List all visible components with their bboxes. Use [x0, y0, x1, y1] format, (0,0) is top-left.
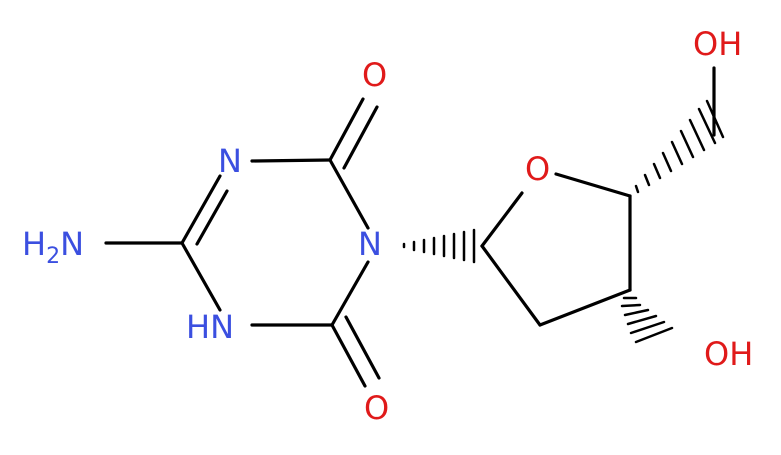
bond-nh-c6 — [180, 241, 222, 312]
bond-c3-c2 — [538, 288, 632, 327]
bond-o-c4 — [554, 172, 632, 198]
hashed-wedge-n-c1 — [402, 228, 476, 264]
sugar-ring — [480, 172, 632, 327]
bond-n3-c4 — [330, 260, 370, 327]
bond-n-c2 — [250, 158, 332, 163]
atom-labels: N H2N HN N O O O OH OH — [22, 25, 753, 427]
bond-c2-o-double — [342, 105, 379, 170]
atom-o-bottom: O — [364, 389, 389, 427]
hashed-wedge-c3-oh — [620, 296, 674, 344]
atom-nh2: H2N — [22, 225, 84, 269]
carbonyl-bonds — [328, 97, 381, 388]
atom-oh-top: OH — [693, 25, 742, 63]
bond-c1-o — [480, 191, 524, 248]
atom-nh: HN — [186, 308, 234, 346]
atom-oh-bottom: OH — [704, 335, 753, 373]
atom-o-top: O — [362, 56, 387, 94]
bond-c2-n3 — [328, 158, 370, 230]
atom-n-top: N — [218, 142, 242, 180]
bond-c2-c1 — [480, 244, 542, 327]
bond-c6-n1-double — [195, 189, 229, 246]
atom-n-ring: N — [358, 225, 382, 263]
triazine-ring — [104, 158, 370, 327]
bond-c2-o — [328, 97, 365, 162]
hashed-wedge-c4-ch2 — [634, 99, 725, 194]
atom-o-ring: O — [525, 150, 550, 188]
bond-c4-o — [330, 323, 367, 388]
bond-c6-n1 — [180, 174, 222, 245]
bond-c4-o-double — [344, 315, 381, 380]
